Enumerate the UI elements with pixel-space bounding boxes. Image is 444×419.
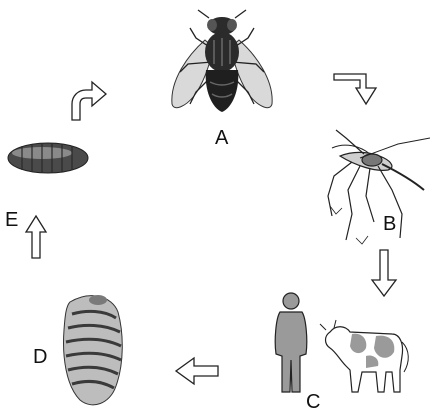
arrow-c-to-d-icon — [176, 358, 218, 384]
arrow-b-to-c-icon — [372, 250, 396, 296]
larva-icon — [64, 295, 123, 405]
pupa-icon — [8, 143, 88, 173]
stage-label-c: C — [306, 392, 320, 412]
housefly-adult-icon — [172, 10, 272, 112]
cow-host-icon — [320, 320, 408, 392]
human-host-icon — [275, 293, 307, 392]
stage-label-d: D — [33, 347, 47, 367]
arrow-d-to-e-icon — [26, 216, 46, 258]
stage-label-b: B — [383, 214, 396, 234]
arrow-e-to-a-icon — [72, 82, 106, 120]
stage-label-a: A — [215, 128, 228, 148]
stage-label-e: E — [5, 210, 18, 230]
mosquito-vector-icon — [328, 130, 430, 244]
arrow-a-to-b-icon — [334, 74, 376, 104]
